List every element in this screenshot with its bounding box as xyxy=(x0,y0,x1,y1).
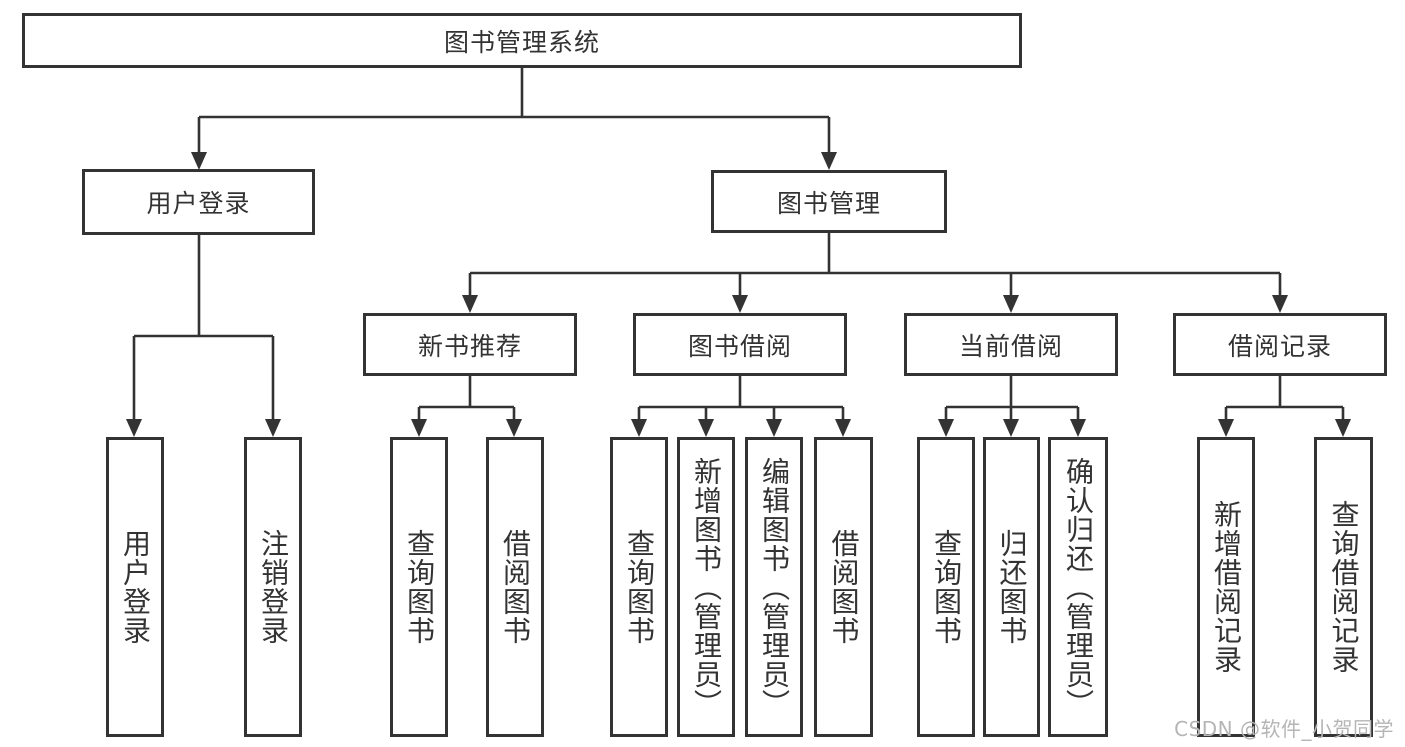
arrow-icon xyxy=(1003,419,1019,437)
node-label: 用户登录 xyxy=(119,529,152,645)
node-label: 新增借阅记录 xyxy=(1210,500,1243,674)
csdn-watermark: CSDN @软件_小贺同学 xyxy=(1174,717,1394,741)
leaf-query-books-recommend: 查询图书 xyxy=(390,437,448,737)
arrow-icon xyxy=(1272,295,1288,313)
node-book-borrow: 图书借阅 xyxy=(633,313,847,376)
arrow-icon xyxy=(1335,419,1351,437)
node-book-management: 图书管理 xyxy=(711,170,947,233)
arrow-icon xyxy=(821,152,837,170)
node-label: 归还图书 xyxy=(995,529,1029,645)
node-borrow-records: 借阅记录 xyxy=(1173,313,1387,376)
arrow-icon xyxy=(462,295,478,313)
arrow-icon xyxy=(1218,419,1234,437)
arrow-icon xyxy=(1003,295,1019,313)
leaf-query-borrow-record: 查询借阅记录 xyxy=(1314,437,1373,737)
node-label: 确认归还（管理员） xyxy=(1062,456,1095,718)
leaf-add-borrow-record: 新增借阅记录 xyxy=(1197,437,1255,737)
node-label: 图书管理 xyxy=(776,188,881,218)
node-user-login: 用户登录 xyxy=(82,169,315,235)
leaf-return-books: 归还图书 xyxy=(983,437,1040,737)
node-label: 新增图书（管理员） xyxy=(690,456,723,718)
node-label: 新书推荐 xyxy=(417,331,522,361)
leaf-edit-books-admin: 编辑图书（管理员） xyxy=(745,437,803,737)
node-library-system: 图书管理系统 xyxy=(22,13,1022,68)
arrow-icon xyxy=(126,419,142,437)
node-label: 查询图书 xyxy=(403,529,436,645)
node-label: 编辑图书（管理员） xyxy=(758,456,791,718)
leaf-borrow-books-recommend: 借阅图书 xyxy=(486,437,544,737)
arrow-icon xyxy=(265,419,281,437)
arrow-icon xyxy=(938,419,954,437)
node-label: 用户登录 xyxy=(146,189,251,218)
node-label: 查询图书 xyxy=(930,529,963,645)
node-label: 借阅记录 xyxy=(1227,331,1332,361)
node-label: 查询图书 xyxy=(623,529,656,645)
node-label: 借阅图书 xyxy=(827,529,861,645)
arrow-icon xyxy=(631,419,647,437)
node-label: 查询借阅记录 xyxy=(1327,500,1361,674)
arrow-icon xyxy=(191,152,207,170)
leaf-confirm-return-admin: 确认归还（管理员） xyxy=(1048,437,1108,737)
arrow-icon xyxy=(698,419,714,437)
node-current-borrow: 当前借阅 xyxy=(904,313,1118,376)
arrow-icon xyxy=(835,419,851,437)
arrow-icon xyxy=(766,419,782,437)
leaf-user-login: 用户登录 xyxy=(106,437,164,737)
node-label: 图书借阅 xyxy=(687,331,792,361)
leaf-borrow-books: 借阅图书 xyxy=(814,437,873,737)
arrow-icon xyxy=(411,419,427,437)
leaf-add-books-admin: 新增图书（管理员） xyxy=(677,437,735,737)
node-label: 注销登录 xyxy=(257,529,290,645)
node-new-book-recommend: 新书推荐 xyxy=(363,313,577,376)
leaf-logout: 注销登录 xyxy=(244,437,302,737)
arrow-icon xyxy=(1070,419,1086,437)
arrow-icon xyxy=(732,295,748,313)
node-label: 借阅图书 xyxy=(499,529,532,645)
leaf-query-books-borrow: 查询图书 xyxy=(610,437,668,737)
node-label: 图书管理系统 xyxy=(443,27,600,57)
node-label: 当前借阅 xyxy=(958,331,1063,361)
leaf-query-books-current: 查询图书 xyxy=(917,437,975,737)
arrow-icon xyxy=(506,419,522,437)
